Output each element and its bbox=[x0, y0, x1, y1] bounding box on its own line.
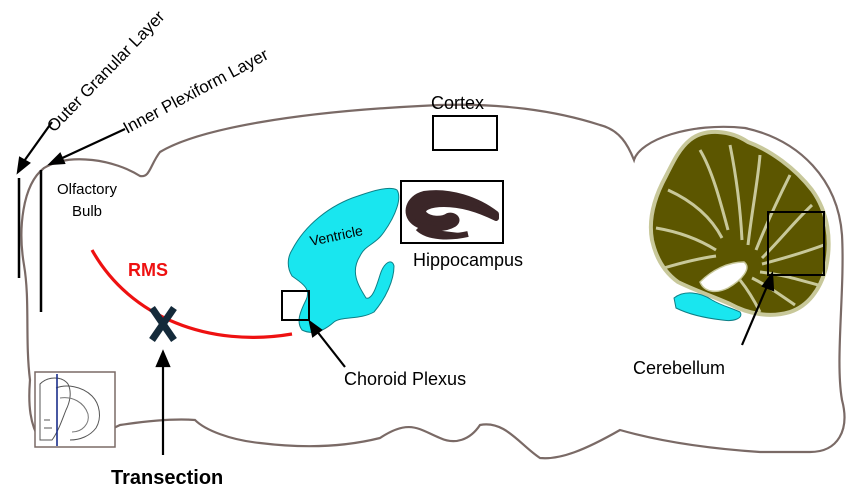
coronal-section-inset bbox=[35, 372, 115, 447]
rms-label: RMS bbox=[128, 260, 168, 280]
ventricle-shape bbox=[288, 188, 399, 332]
cortex-label: Cortex bbox=[431, 93, 484, 113]
cerebellum bbox=[651, 132, 829, 321]
choroid-plexus-label: Choroid Plexus bbox=[344, 369, 466, 389]
choroid-plexus-arrow bbox=[310, 322, 345, 367]
cortex-box bbox=[433, 116, 497, 150]
cerebellum-label: Cerebellum bbox=[633, 358, 725, 378]
outer-granular-arrow bbox=[18, 122, 52, 172]
transection-label: Transection bbox=[111, 467, 223, 489]
rms-curve bbox=[92, 250, 292, 337]
olfactory-bulb-label-line2: Bulb bbox=[72, 203, 102, 220]
hippocampus-label: Hippocampus bbox=[413, 250, 523, 270]
olfactory-bulb-label-line1: Olfactory bbox=[57, 181, 118, 198]
transection-mark bbox=[152, 308, 174, 340]
transection-arrow bbox=[157, 352, 169, 455]
